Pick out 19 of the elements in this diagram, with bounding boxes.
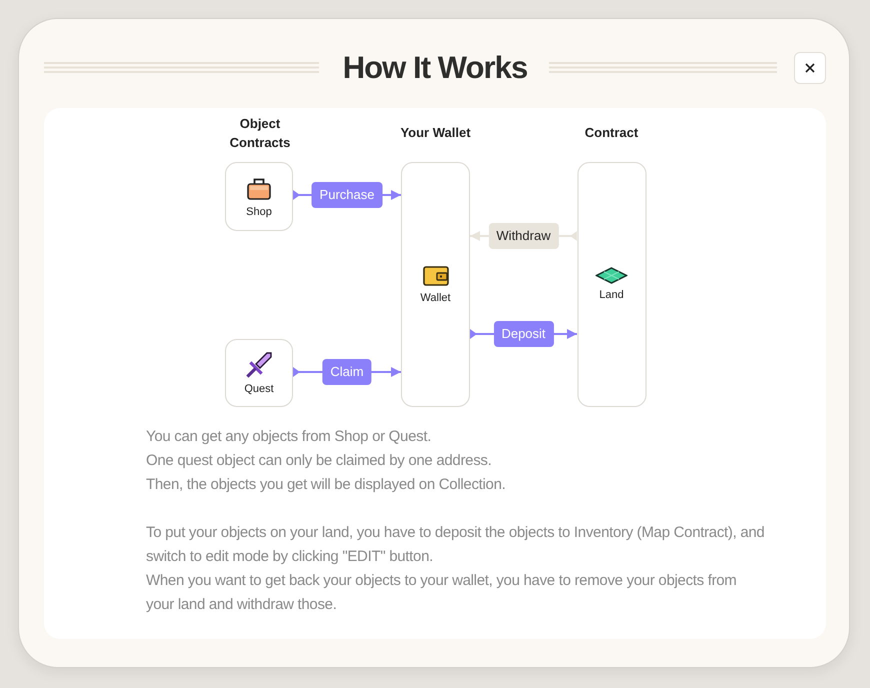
node-label: Quest bbox=[244, 382, 274, 396]
node-card bbox=[225, 162, 293, 231]
edge-label: Claim bbox=[322, 359, 372, 385]
title: How It Works bbox=[342, 49, 528, 87]
node-card bbox=[225, 339, 293, 407]
node-label: Wallet bbox=[420, 290, 451, 304]
description-text: When you want to get back your objects to your wallet, you have to remove your objects from your land and withdraw those. bbox=[146, 571, 738, 615]
description-text: You can get any objects from Shop or Quest. bbox=[146, 427, 432, 447]
node-label: Shop bbox=[246, 204, 272, 218]
edge-label: Withdraw bbox=[488, 223, 559, 249]
node-label: Land bbox=[599, 288, 624, 302]
edge-label: Deposit bbox=[493, 321, 554, 347]
description-text: Then, the objects you get will be displayed on Collection. bbox=[146, 475, 506, 495]
description-text: One quest object can only be claimed by one address. bbox=[146, 451, 492, 471]
column-heading: Contract bbox=[584, 124, 638, 142]
column-heading: Object Contracts bbox=[228, 115, 292, 152]
description-text: To put your objects on your land, you have to deposit the objects to Inventory (Map Contract), and switch to edit mode by clicking "EDIT" button. bbox=[146, 523, 766, 567]
column-heading: Your Wallet bbox=[400, 124, 471, 142]
edge-label: Purchase bbox=[312, 182, 382, 208]
